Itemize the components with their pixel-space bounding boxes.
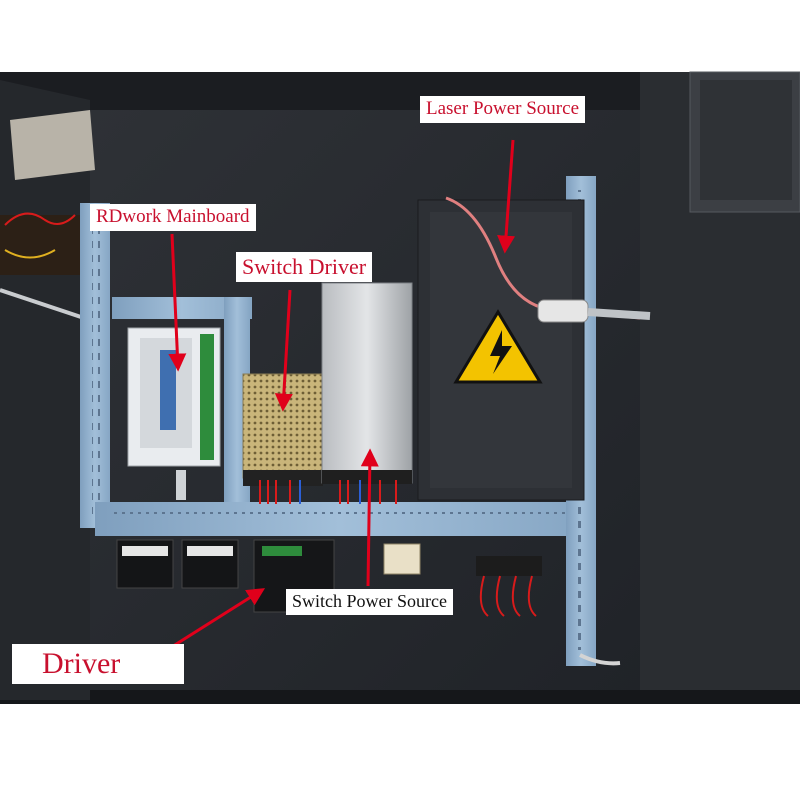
frame-top-bar	[112, 297, 252, 319]
top-left-bracket	[10, 110, 95, 180]
arrow-driver	[169, 588, 266, 650]
rdwork-mainboard-label: RDwork Mainboard	[90, 204, 256, 231]
arrow-laser-power-source	[497, 139, 516, 254]
relay-module	[383, 543, 421, 575]
switch-driver-label: Switch Driver	[236, 252, 373, 283]
driver-label: Driver	[12, 644, 184, 684]
laser-power-source-label: Laser Power Source	[420, 96, 586, 123]
cabinet-floor	[0, 690, 800, 704]
hv-connector	[537, 299, 589, 323]
switch-power-source-unit	[321, 282, 413, 484]
switch-power-source-label: Switch Power Source	[286, 589, 453, 615]
left-terminal-board	[0, 215, 80, 275]
arrow-rdwork-mainboard	[168, 233, 187, 372]
arrow-switch-power-source	[360, 448, 379, 587]
arrow-switch-driver	[274, 289, 293, 412]
terminal-block	[476, 556, 542, 576]
